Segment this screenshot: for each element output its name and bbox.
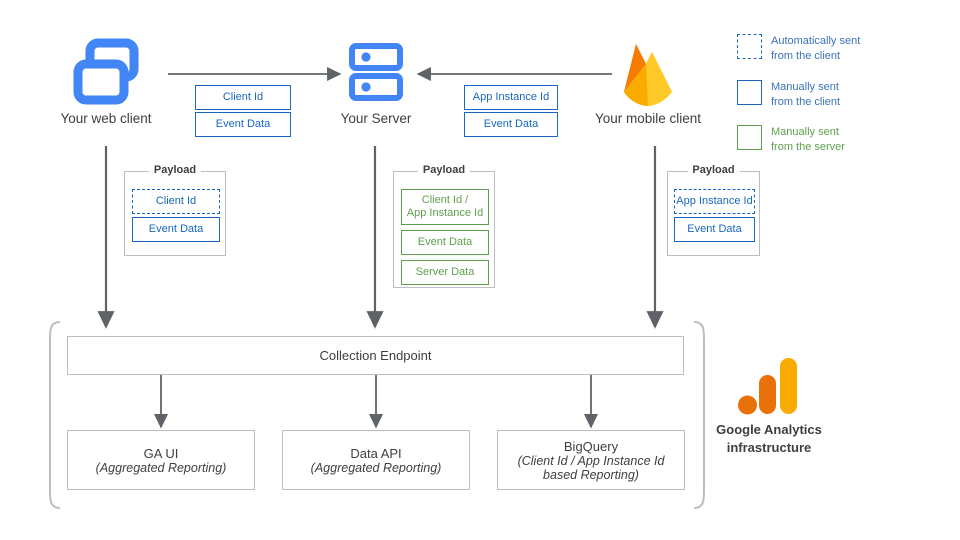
legend-label-manual-client: Manually sent from the client: [771, 80, 841, 108]
server-icon: [349, 43, 403, 101]
legend-swatch-dashed-blue-icon: [737, 34, 762, 59]
transfer-chip-event-data-web: Event Data: [195, 112, 291, 137]
output-box-ga-ui: GA UI (Aggregated Reporting): [67, 430, 255, 490]
output-bigquery-subtitle: (Client Id / App Instance Id based Repor…: [517, 453, 665, 482]
output-ga-ui-title: GA UI: [143, 445, 179, 461]
payload-web-item-event-data: Event Data: [132, 217, 220, 242]
payload-mobile-title: Payload: [687, 164, 740, 176]
payload-server-item-ids: Client Id / App Instance Id: [401, 189, 489, 225]
payload-mobile-item-app-instance-id: App Instance Id: [674, 189, 755, 214]
payload-mobile: Payload App Instance Id Event Data: [667, 164, 760, 256]
server-label: Your Server: [340, 111, 412, 126]
legend-swatch-solid-blue-icon: [737, 79, 762, 105]
payload-server-item-event-data: Event Data: [401, 230, 489, 255]
legend-label-manual-server: Manually sent from the server: [771, 126, 845, 154]
ga-infrastructure-caption: Google Analytics infrastructure: [716, 422, 822, 455]
payload-server-title: Payload: [417, 164, 471, 176]
payload-server-item-server-data: Server Data: [401, 260, 489, 285]
output-ga-ui-subtitle: (Aggregated Reporting): [95, 460, 227, 475]
payload-mobile-item-event-data: Event Data: [674, 217, 755, 242]
collection-endpoint-label: Collection Endpoint: [319, 348, 432, 363]
payload-web-title: Payload: [148, 164, 202, 176]
output-bigquery-title: BigQuery: [563, 438, 619, 454]
legend-swatch-solid-green-icon: [737, 125, 762, 151]
transfer-chip-client-id: Client Id: [195, 85, 291, 110]
google-analytics-logo-icon: [738, 355, 800, 417]
web-client-icon: [72, 37, 142, 107]
payload-web-item-client-id: Client Id: [132, 189, 220, 214]
web-client-label: Your web client: [60, 111, 152, 126]
output-data-api-subtitle: (Aggregated Reporting): [310, 460, 442, 475]
output-data-api-title: Data API: [350, 445, 402, 461]
payload-server: Payload Client Id / App Instance Id Even…: [393, 164, 495, 288]
legend-item-manual-server: Manually sent from the server: [737, 125, 952, 155]
mobile-client-icon: [616, 36, 680, 108]
legend-item-automatic-client: Automatically sent from the client: [737, 34, 952, 64]
mobile-client-label: Your mobile client: [594, 111, 702, 126]
legend-label-automatic-client: Automatically sent from the client: [771, 35, 861, 62]
output-box-data-api: Data API (Aggregated Reporting): [282, 430, 470, 490]
output-box-bigquery: BigQuery (Client Id / App Instance Id ba…: [497, 430, 685, 490]
collection-endpoint-box: Collection Endpoint: [67, 336, 684, 375]
payload-web: Payload Client Id Event Data: [124, 164, 226, 256]
legend: Automatically sent from the client Manua…: [737, 34, 952, 155]
transfer-chip-app-instance-id: App Instance Id: [464, 85, 558, 110]
legend-item-manual-client: Manually sent from the client: [737, 79, 952, 110]
transfer-chip-event-data-mobile: Event Data: [464, 112, 558, 137]
